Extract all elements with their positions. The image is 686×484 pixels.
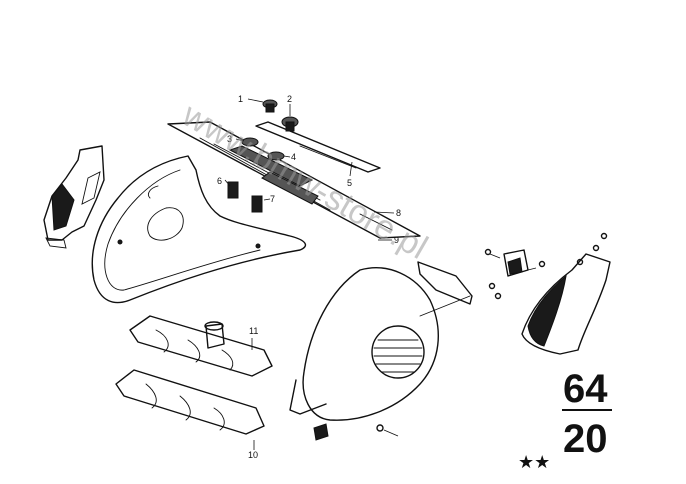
right-bracket-part	[503, 249, 529, 277]
callout-9: 9	[394, 235, 399, 245]
group-number: 64 20	[562, 367, 612, 461]
small-bracket	[313, 423, 329, 441]
right-side-cover	[521, 253, 611, 355]
screw-bottom	[376, 424, 399, 437]
left-duct-part	[43, 145, 105, 249]
clip-part-6	[227, 181, 239, 199]
screw-fasteners	[484, 232, 608, 300]
left-housing-cover	[91, 155, 307, 304]
star-rating: ★★	[518, 452, 550, 473]
callout-6: 6	[217, 176, 222, 186]
group-number-sub: 20	[563, 417, 608, 461]
group-number-main: 64	[563, 367, 608, 411]
knob-part-1	[262, 99, 278, 113]
callout-2: 2	[287, 94, 292, 104]
manifold-part-10	[115, 369, 265, 435]
top-bracket-rail	[255, 121, 381, 173]
callout-8: 8	[396, 208, 401, 218]
callout-11: 11	[249, 326, 258, 336]
watermark-text: www.bmw-store.pl	[175, 96, 434, 267]
grommet-part-3	[241, 137, 259, 147]
callout-1: 1	[238, 94, 243, 104]
round-grille	[373, 339, 423, 373]
callout-10: 10	[248, 450, 258, 460]
right-housing-cover	[289, 261, 473, 421]
callout-7: 7	[270, 194, 275, 204]
callout-4: 4	[291, 152, 296, 162]
callout-3: 3	[227, 134, 232, 144]
callout-labels: 1 2 3 4 5 6 7 8 9 10 11	[217, 94, 401, 460]
knob-part-2	[281, 116, 299, 132]
callout-5: 5	[347, 178, 352, 188]
grille-plate	[167, 121, 421, 239]
leader-lines	[224, 98, 395, 450]
manifold-part-11	[129, 315, 273, 377]
clip-part-7	[251, 195, 263, 213]
